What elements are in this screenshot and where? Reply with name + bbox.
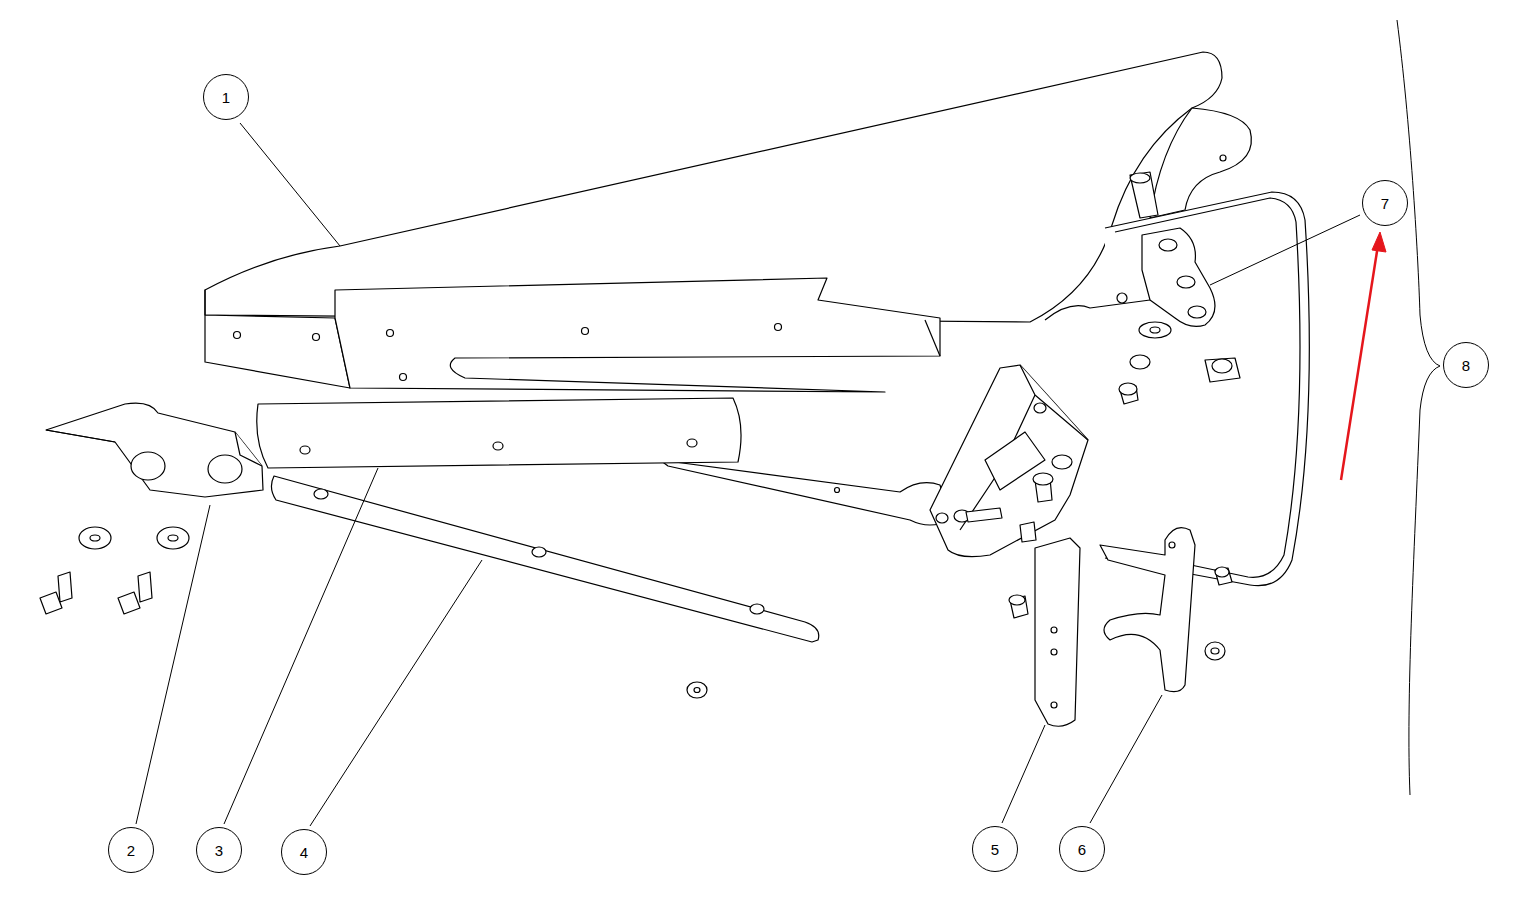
wedge-body bbox=[205, 52, 1251, 392]
callout-number: 6 bbox=[1078, 841, 1086, 858]
callout-circle: 4 bbox=[281, 829, 327, 875]
callout-circle: 1 bbox=[203, 74, 249, 120]
callout-number: 1 bbox=[222, 89, 230, 106]
callout-circle: 6 bbox=[1059, 826, 1105, 872]
callout-number: 3 bbox=[215, 842, 223, 859]
rod bbox=[660, 460, 950, 525]
wedge-tip bbox=[40, 403, 707, 698]
callout-number: 5 bbox=[991, 841, 999, 858]
callout-circle: 2 bbox=[108, 827, 154, 873]
callout-number: 7 bbox=[1381, 195, 1389, 212]
mount-bracket bbox=[930, 365, 1088, 726]
side-plate bbox=[1045, 192, 1309, 586]
callout-circle: 8 bbox=[1443, 342, 1489, 388]
leader-lines bbox=[136, 20, 1440, 826]
callout-circle: 7 bbox=[1362, 180, 1408, 226]
flat-strip bbox=[271, 476, 818, 642]
callout-number: 8 bbox=[1462, 357, 1470, 374]
callout-circle: 5 bbox=[972, 826, 1018, 872]
callout-number: 4 bbox=[300, 844, 308, 861]
red-arrow bbox=[1341, 232, 1386, 480]
channel bbox=[257, 398, 741, 468]
hook-lever bbox=[1100, 528, 1232, 692]
callout-number: 2 bbox=[127, 842, 135, 859]
callout-circle: 3 bbox=[196, 827, 242, 873]
